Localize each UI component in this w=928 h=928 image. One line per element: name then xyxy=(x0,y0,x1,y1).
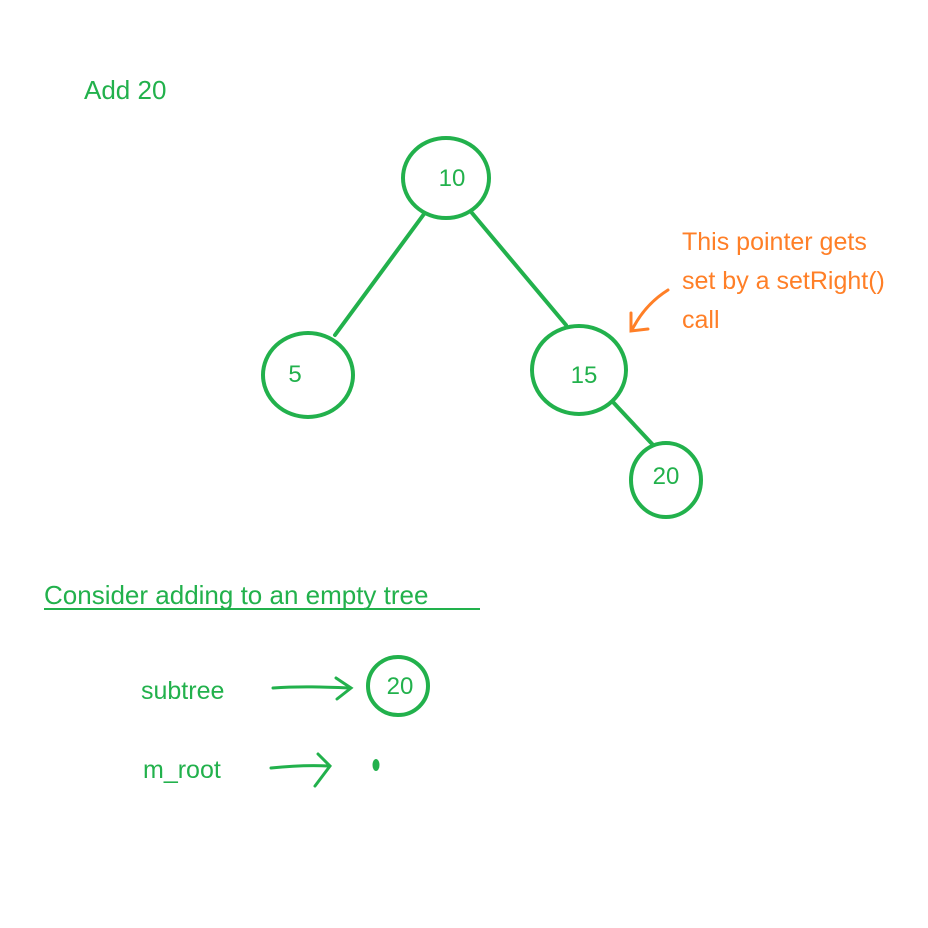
node-label-right-right: 20 xyxy=(653,463,680,490)
node-circle-right-right xyxy=(629,441,703,519)
node-circle-left xyxy=(261,331,355,419)
null-dot xyxy=(372,759,380,771)
subtree-node-label: 20 xyxy=(387,673,414,700)
node-label-right: 15 xyxy=(571,362,598,389)
node-circle-right xyxy=(530,324,628,416)
subtree-node-circle xyxy=(366,655,430,717)
edge-10-15 xyxy=(470,211,568,327)
node-label-left: 5 xyxy=(288,361,301,388)
m-root-label: m_root xyxy=(143,756,221,784)
m-root-arrow-icon xyxy=(269,752,332,788)
edge-15-20 xyxy=(610,399,656,448)
annotation-line-2: set by a setRight() xyxy=(682,267,885,295)
annotation-line-3: call xyxy=(682,306,720,334)
annotation-arrow-icon xyxy=(629,288,670,333)
node-label-root: 10 xyxy=(439,165,466,192)
node-circle-root xyxy=(401,136,491,220)
edge-10-5 xyxy=(333,212,426,337)
subtree-arrow-icon xyxy=(271,676,354,701)
heading: Add 20 xyxy=(84,75,166,105)
section-title: Consider adding to an empty tree xyxy=(44,580,428,610)
annotation-line-1: This pointer gets xyxy=(682,228,867,256)
subtree-label: subtree xyxy=(141,677,224,705)
